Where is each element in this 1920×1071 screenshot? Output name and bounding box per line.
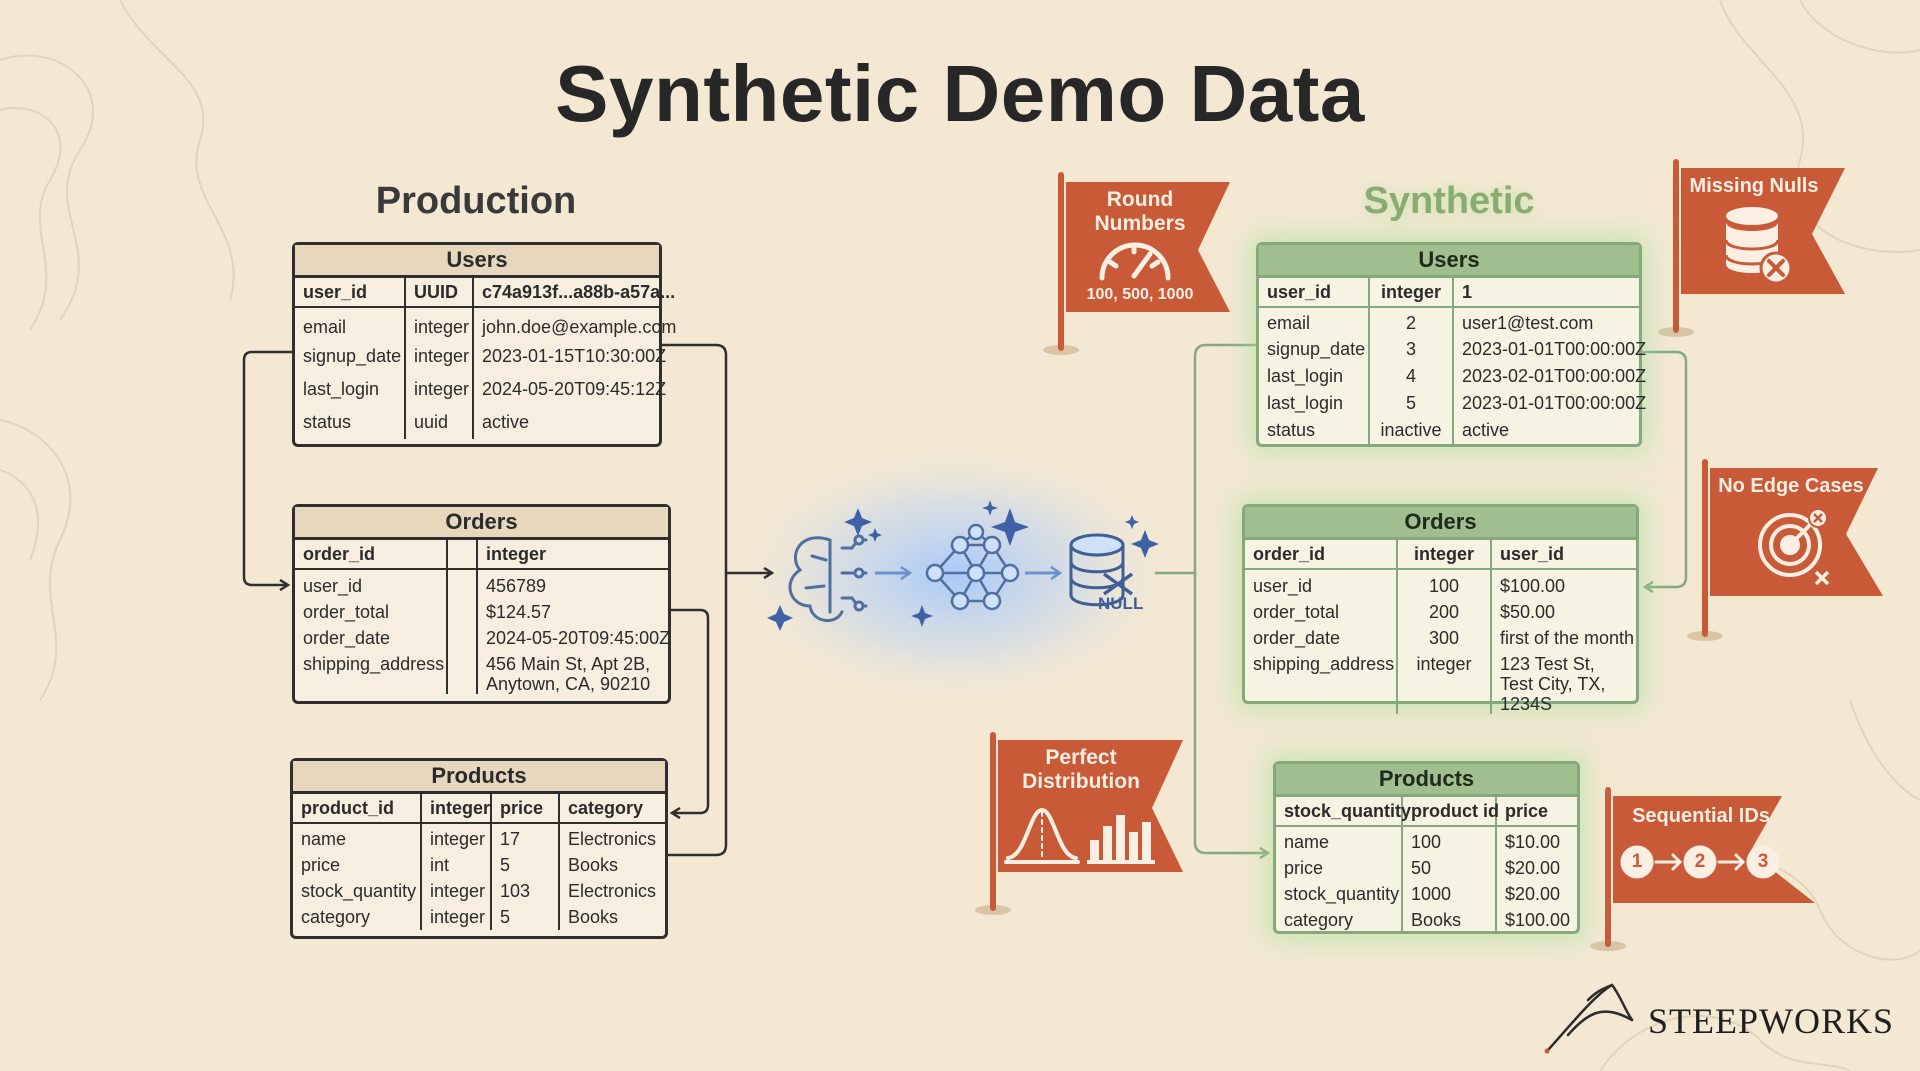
- target-icon: [1758, 508, 1830, 586]
- flag-sequential-ids: [1590, 787, 1815, 951]
- table-title: Orders: [295, 507, 668, 540]
- brain-circuit-icon: [788, 534, 868, 622]
- sequence-arrows-icon: [1620, 845, 1780, 879]
- table-title: Orders: [1245, 507, 1636, 540]
- table-header-row: stock_quantity product id price: [1276, 797, 1577, 827]
- synthetic-products-table: Products stock_quantity product id price…: [1273, 761, 1580, 934]
- neural-network-icon: [925, 523, 1020, 611]
- database-null-icon: [1069, 533, 1134, 607]
- flag-missing-nulls: [1658, 159, 1845, 337]
- table-title: Users: [1259, 245, 1639, 278]
- production-title: Production: [375, 180, 577, 222]
- table-header-row: product_id integer price category: [293, 794, 665, 824]
- flag-perfect-distribution: [975, 732, 1183, 915]
- table-header-row: user_id integer 1: [1259, 278, 1639, 308]
- gauge-icon: [1099, 242, 1171, 281]
- bell-curve-icon: [1004, 807, 1080, 864]
- table-header-row: user_id UUID c74a913f...a88b-a57a...: [295, 278, 675, 308]
- flag-no-edge-cases-label: No Edge Cases: [1718, 475, 1864, 497]
- flag-missing-nulls-label: Missing Nulls: [1689, 175, 1819, 197]
- flag-round-numbers-label: Round Numbers: [1094, 188, 1186, 235]
- ai-glow: [725, 440, 1185, 710]
- steepworks-logo-icon: [1544, 983, 1634, 1054]
- table-title: Products: [1276, 764, 1577, 797]
- sparkle-icon: [1125, 515, 1159, 558]
- sequence-step-1: 1: [1631, 851, 1643, 872]
- flag-perfect-distribution-label: Perfect Distribution: [1022, 746, 1140, 793]
- production-products-table: Products product_id integer price catego…: [290, 758, 668, 939]
- sequence-step-3: 3: [1757, 851, 1769, 872]
- flag-round-numbers-sub: 100, 500, 1000: [1086, 286, 1194, 303]
- null-label: NULL: [1098, 594, 1144, 613]
- production-connectors: [242, 343, 772, 857]
- sparkle-icon: [911, 500, 1029, 627]
- sparkle-icon: [767, 508, 882, 631]
- table-row: order_total$124.57: [295, 599, 668, 625]
- bar-chart-icon: [1087, 815, 1155, 864]
- flag-round-numbers: [1043, 172, 1230, 355]
- page-title: Synthetic Demo Data: [555, 49, 1365, 138]
- brand-name: STEEPWORKS: [1648, 1001, 1895, 1041]
- flag-no-edge-cases: [1687, 459, 1883, 641]
- sequence-step-2: 2: [1694, 851, 1706, 872]
- table-title: Users: [295, 245, 659, 278]
- flag-sequential-ids-label: Sequential IDs: [1632, 805, 1770, 827]
- synthetic-title: Synthetic: [1363, 180, 1535, 222]
- table-header-row: order_id integer user_id: [1245, 540, 1636, 570]
- synthetic-connectors: [1155, 343, 1688, 853]
- database-x-icon: [1724, 207, 1793, 285]
- table-header-row: order_id integer: [295, 540, 668, 570]
- table-title: Products: [293, 761, 665, 794]
- production-users-table: Users user_id UUID c74a913f...a88b-a57a.…: [292, 242, 676, 447]
